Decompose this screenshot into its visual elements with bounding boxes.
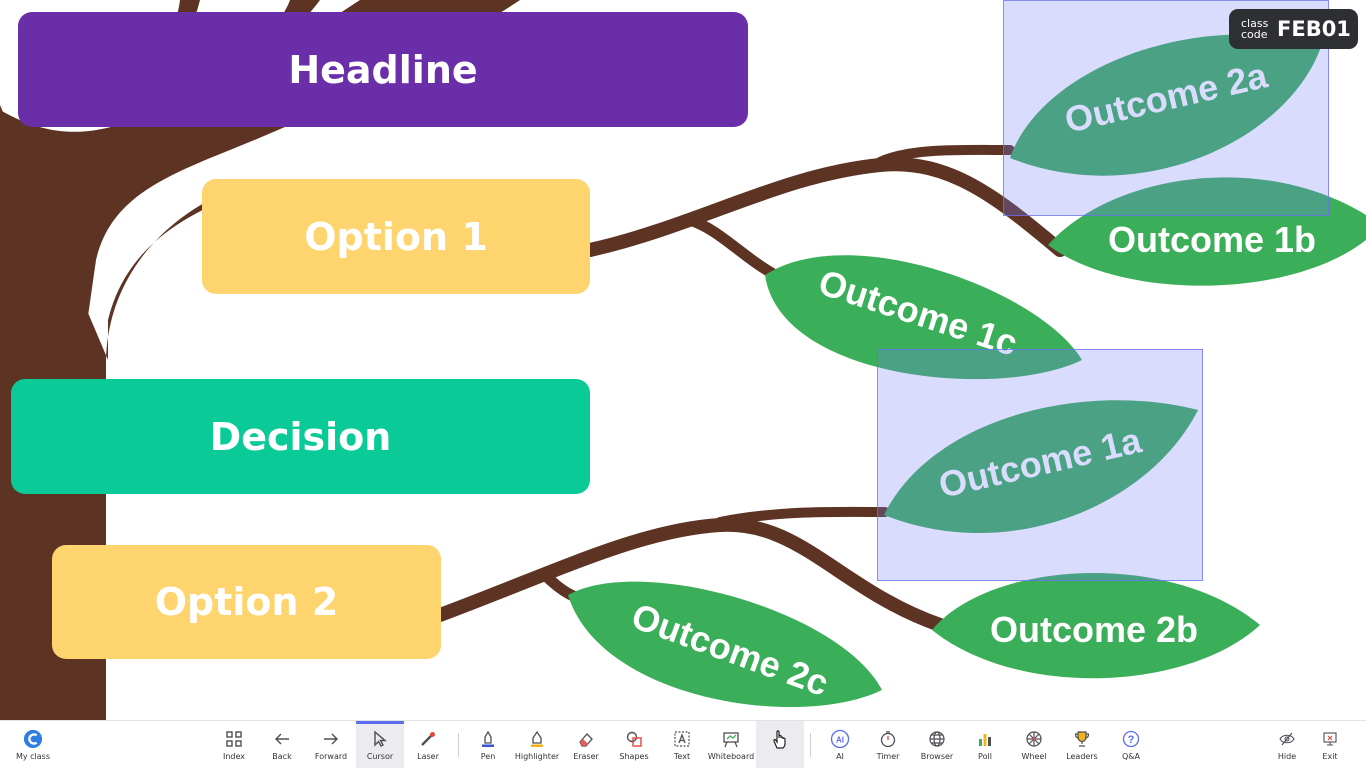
- decision-box[interactable]: Decision: [11, 379, 590, 494]
- globe-icon: [927, 729, 947, 749]
- svg-text:AI: AI: [836, 736, 844, 745]
- whiteboard-canvas[interactable]: Outcome 2a Outcome 1b Outcome 1c Outcome…: [0, 0, 1366, 720]
- tool-poll[interactable]: Poll: [961, 721, 1009, 768]
- my-class-button[interactable]: My class: [8, 721, 58, 768]
- tool-leaders[interactable]: Leaders: [1058, 721, 1106, 768]
- class-code-label: class code: [1241, 17, 1269, 41]
- timer-icon: [878, 729, 898, 749]
- tool-cursor[interactable]: Cursor: [356, 721, 404, 768]
- tool-text[interactable]: Text: [658, 721, 706, 768]
- tool-label: Text: [673, 752, 691, 761]
- tool-label: AI: [836, 752, 844, 761]
- leaf-outcome-2a: [1010, 34, 1322, 176]
- highlighter-icon: [527, 729, 547, 749]
- trophy-icon: [1072, 729, 1092, 749]
- tool-browser[interactable]: Browser: [913, 721, 961, 768]
- option-2-box[interactable]: Option 2: [52, 545, 441, 659]
- hand-pointer-icon: [770, 729, 790, 749]
- exit-icon: [1320, 729, 1340, 749]
- grid-icon: [224, 729, 244, 749]
- tool-label: Wheel: [1021, 752, 1047, 761]
- outcome-2b-label: Outcome 2b: [990, 609, 1198, 650]
- tool-label: Shapes: [619, 752, 649, 761]
- bottom-toolbar: My class Index Back Forward Cursor Laser…: [0, 720, 1366, 768]
- tool-label: Forward: [314, 752, 348, 761]
- leaf-outcome-1b: [1048, 177, 1366, 286]
- tool-hand-pointer[interactable]: [756, 721, 804, 768]
- tool-pen[interactable]: Pen: [464, 721, 512, 768]
- tool-label: Leaders: [1066, 752, 1098, 761]
- tool-label: Q&A: [1121, 752, 1140, 761]
- tool-wheel[interactable]: Wheel: [1010, 721, 1058, 768]
- tool-label: Eraser: [573, 752, 599, 761]
- class-code-value: FEB01: [1277, 17, 1351, 41]
- poll-icon: [975, 729, 995, 749]
- selection-box-outcome-1a[interactable]: [877, 349, 1203, 581]
- tool-label: Timer: [876, 752, 900, 761]
- tool-index[interactable]: Index: [210, 721, 258, 768]
- tool-label: Highlighter: [514, 752, 560, 761]
- ai-icon: AI: [830, 729, 850, 749]
- leaf-outcome-1a: [884, 400, 1198, 534]
- shapes-icon: [624, 729, 644, 749]
- tool-label: Index: [222, 752, 246, 761]
- tool-highlighter[interactable]: Highlighter: [513, 721, 561, 768]
- outcome-1b-label: Outcome 1b: [1108, 219, 1316, 260]
- option-1-box[interactable]: Option 1: [202, 179, 590, 294]
- tool-label: Back: [272, 752, 292, 761]
- tool-forward[interactable]: Forward: [307, 721, 355, 768]
- svg-text:?: ?: [1128, 734, 1135, 746]
- tool-laser[interactable]: Laser: [404, 721, 452, 768]
- tree-limb-left: [0, 150, 34, 300]
- leaf-outcome-2b: [932, 572, 1260, 679]
- arrow-left-icon: [272, 729, 292, 749]
- class-code-badge: class code FEB01: [1229, 9, 1358, 49]
- exit-label: Exit: [1322, 752, 1338, 761]
- hide-button[interactable]: Hide: [1263, 721, 1311, 768]
- leaf-outcome-2c: [568, 581, 882, 708]
- branch-option1-to-1c: [684, 214, 781, 281]
- hide-label: Hide: [1277, 752, 1297, 761]
- exit-button[interactable]: Exit: [1306, 721, 1354, 768]
- text-icon: [672, 729, 692, 749]
- tool-label: Laser: [417, 752, 439, 761]
- toolbar-separator: [458, 733, 459, 757]
- tool-qa[interactable]: ? Q&A: [1107, 721, 1155, 768]
- tool-shapes[interactable]: Shapes: [610, 721, 658, 768]
- cursor-icon: [370, 729, 390, 749]
- arrow-right-icon: [321, 729, 341, 749]
- my-class-logo-icon: [23, 729, 43, 749]
- pen-icon: [478, 729, 498, 749]
- toolbar-separator: [810, 733, 811, 757]
- branch-option1-main: [583, 157, 1067, 257]
- decision-tree-graphic: Outcome 2a Outcome 1b Outcome 1c Outcome…: [0, 0, 1366, 720]
- tool-timer[interactable]: Timer: [864, 721, 912, 768]
- tool-ai[interactable]: AI AI: [816, 721, 864, 768]
- eraser-icon: [576, 729, 596, 749]
- tool-eraser[interactable]: Eraser: [562, 721, 610, 768]
- leaf-outcome-1c: [765, 255, 1082, 380]
- tool-back[interactable]: Back: [258, 721, 306, 768]
- question-icon: ?: [1121, 729, 1141, 749]
- tool-label: Whiteboard: [707, 752, 755, 761]
- tool-label: Cursor: [366, 752, 394, 761]
- wheel-icon: [1024, 729, 1044, 749]
- tool-label: Poll: [978, 752, 992, 761]
- branch-option1-to-2a: [875, 144, 1015, 167]
- tool-whiteboard[interactable]: Whiteboard: [707, 721, 755, 768]
- whiteboard-icon: [721, 729, 741, 749]
- eye-hide-icon: [1277, 729, 1297, 749]
- branch-option2-to-1a: [715, 506, 890, 527]
- headline-box[interactable]: Headline: [18, 12, 748, 127]
- my-class-label: My class: [15, 752, 51, 761]
- tool-label: Browser: [920, 752, 954, 761]
- tool-label: Pen: [480, 752, 496, 761]
- laser-icon: [418, 729, 438, 749]
